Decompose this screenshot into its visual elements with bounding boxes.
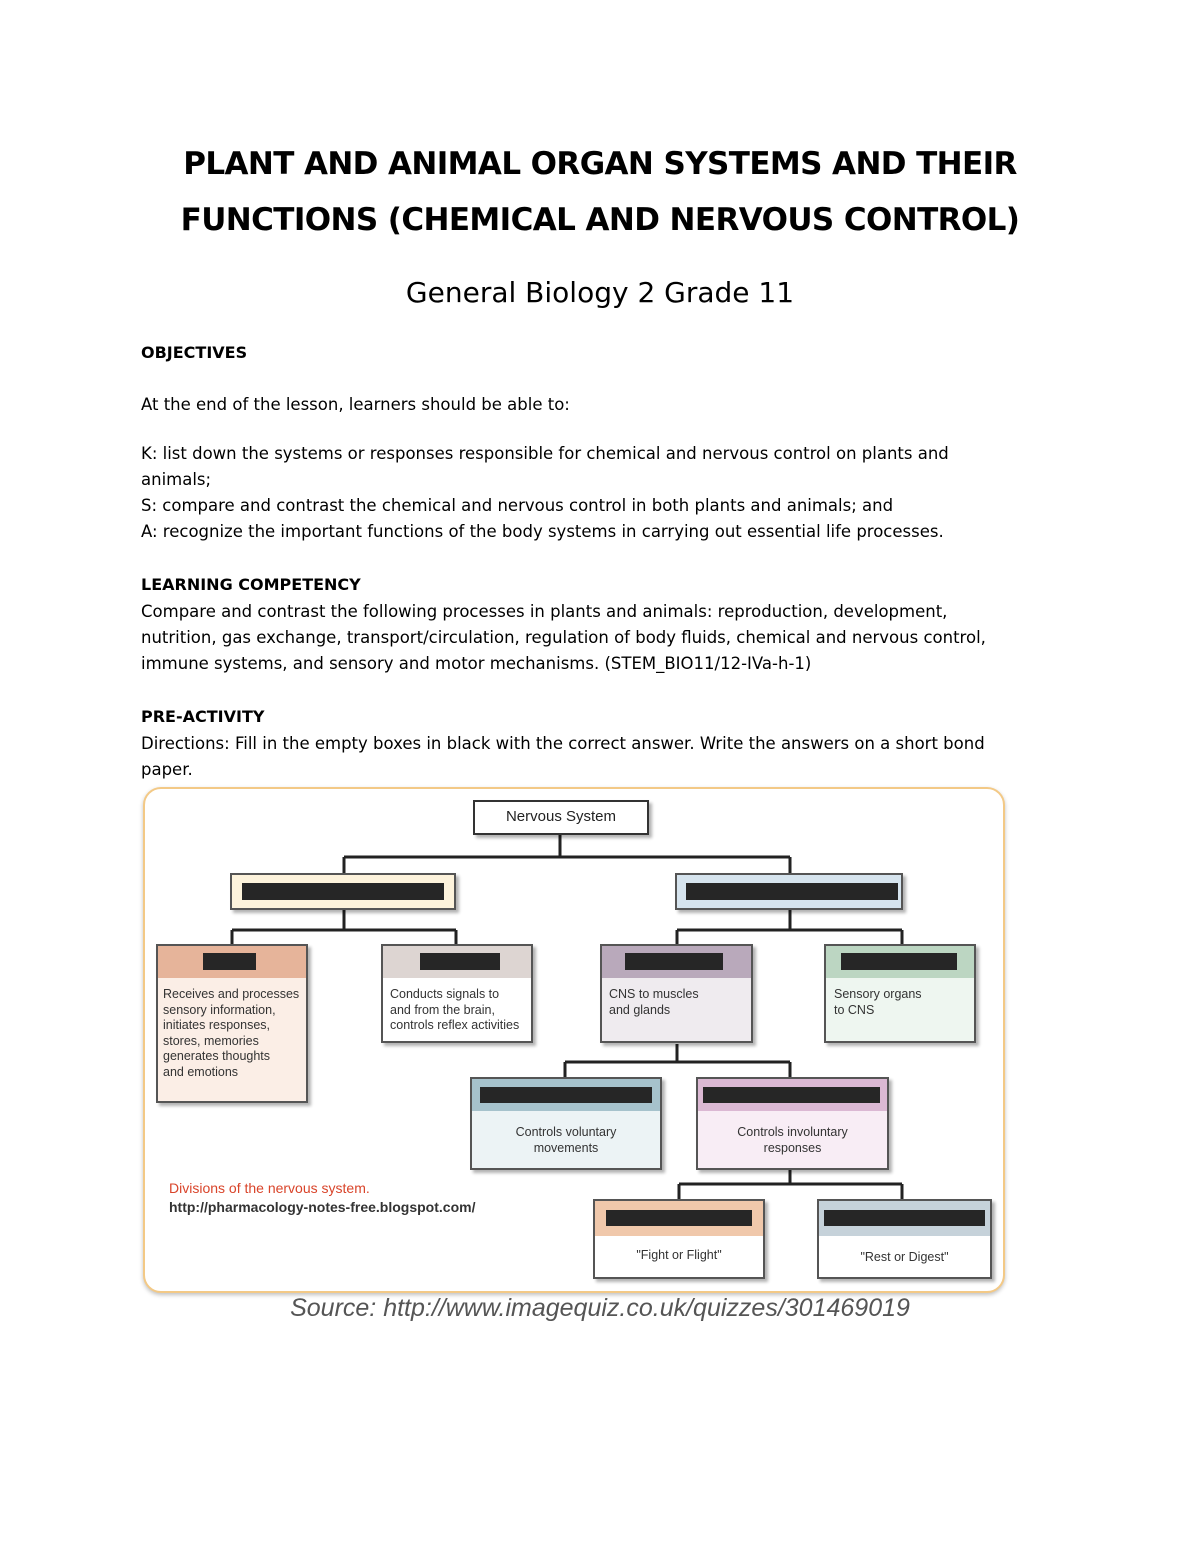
objective-k-line2: animals; bbox=[141, 470, 212, 489]
blank-answer bbox=[841, 953, 957, 970]
brain-text-line: sensory information, bbox=[163, 1002, 276, 1017]
blank-answer bbox=[824, 1210, 985, 1226]
directions-line1: Directions: Fill in the empty boxes in b… bbox=[141, 734, 985, 753]
blank-answer bbox=[242, 883, 444, 900]
objectives-list: K: list down the systems or responses re… bbox=[141, 441, 1061, 545]
blank-answer bbox=[703, 1087, 880, 1103]
brain-text-line: initiates responses, bbox=[163, 1018, 271, 1032]
brain-text-line: generates thoughts bbox=[163, 1049, 271, 1063]
objectives-intro: At the end of the lesson, learners shoul… bbox=[141, 395, 570, 414]
sympathetic-description: "Fight or Flight" bbox=[636, 1248, 722, 1262]
pre-activity-heading: PRE-ACTIVITY bbox=[141, 707, 265, 726]
spinal-text-line: controls reflex activities bbox=[390, 1018, 520, 1032]
brain-text-line: stores, memories bbox=[163, 1033, 259, 1048]
competency-line1: Compare and contrast the following proce… bbox=[141, 602, 948, 621]
nervous-system-box: Nervous System bbox=[473, 800, 649, 835]
directions-line2: paper. bbox=[141, 760, 193, 779]
objective-s: S: compare and contrast the chemical and… bbox=[141, 496, 894, 515]
brain-box-header bbox=[158, 946, 306, 978]
spinal-cord-box-header bbox=[383, 946, 531, 978]
blank-answer bbox=[686, 883, 898, 900]
pns-blank-box bbox=[675, 873, 903, 910]
document-subtitle: General Biology 2 Grade 11 bbox=[405, 276, 795, 309]
sensory-box-header bbox=[826, 946, 974, 978]
brain-text-line: Receives and processes bbox=[163, 987, 300, 1001]
spinal-text-line: and from the brain, bbox=[390, 1002, 495, 1017]
motor-text-line: CNS to muscles bbox=[609, 987, 699, 1001]
autonomic-text-line: Controls involuntary bbox=[737, 1125, 848, 1139]
competency-line3: immune systems, and sensory and motor me… bbox=[141, 654, 812, 673]
autonomic-box-header bbox=[698, 1079, 887, 1111]
brain-text-line: and emotions bbox=[163, 1064, 239, 1079]
image-source: Source: http://www.imagequiz.co.uk/quizz… bbox=[290, 1294, 910, 1322]
sensory-box: Sensory organs to CNS bbox=[824, 944, 976, 1043]
objectives-heading: OBJECTIVES bbox=[141, 343, 248, 362]
sympathetic-box-header bbox=[595, 1201, 763, 1236]
autonomic-box: Controls involuntary responses bbox=[696, 1077, 889, 1170]
motor-box: CNS to muscles and glands bbox=[600, 944, 753, 1043]
objective-k-line1: K: list down the systems or responses re… bbox=[141, 444, 949, 463]
parasympathetic-box: "Rest or Digest" bbox=[817, 1199, 992, 1279]
sensory-description: Sensory organs to CNS bbox=[834, 987, 922, 1018]
learning-competency-heading: LEARNING COMPETENCY bbox=[141, 575, 361, 594]
objective-a: A: recognize the important functions of … bbox=[141, 522, 944, 541]
diagram-caption: Divisions of the nervous system. bbox=[169, 1180, 370, 1196]
sensory-text-line: Sensory organs bbox=[834, 987, 922, 1001]
brain-description: Receives and processes sensory informati… bbox=[163, 987, 299, 1080]
pre-activity-directions: Directions: Fill in the empty boxes in b… bbox=[141, 731, 1061, 783]
learning-competency-text: Compare and contrast the following proce… bbox=[141, 599, 1061, 677]
parasympathetic-description: "Rest or Digest" bbox=[860, 1250, 949, 1264]
somatic-text-line: movements bbox=[533, 1140, 599, 1155]
document-title-line2: FUNCTIONS (CHEMICAL AND NERVOUS CONTROL) bbox=[180, 202, 1020, 238]
connector-lines bbox=[230, 834, 904, 1201]
somatic-box: Controls voluntary movements bbox=[470, 1077, 662, 1170]
blank-answer bbox=[625, 953, 723, 970]
motor-description: CNS to muscles and glands bbox=[609, 987, 699, 1018]
blank-answer bbox=[480, 1087, 652, 1103]
blank-answer bbox=[606, 1210, 752, 1226]
somatic-box-header bbox=[472, 1079, 660, 1111]
sensory-text-line: to CNS bbox=[834, 1002, 875, 1017]
somatic-description: Controls voluntary movements bbox=[472, 1125, 660, 1156]
somatic-text-line: Controls voluntary bbox=[515, 1125, 617, 1139]
spinal-cord-box: Conducts signals to and from the brain, … bbox=[381, 944, 533, 1043]
sympathetic-box: "Fight or Flight" bbox=[593, 1199, 765, 1279]
blank-answer bbox=[420, 953, 500, 970]
autonomic-text-line: responses bbox=[763, 1140, 822, 1155]
nervous-system-diagram: Nervous System Receives and processes se… bbox=[143, 787, 1005, 1293]
parasympathetic-box-header bbox=[819, 1201, 990, 1236]
motor-box-header bbox=[602, 946, 751, 978]
cns-blank-box bbox=[230, 873, 456, 910]
document-title-line1: PLANT AND ANIMAL ORGAN SYSTEMS AND THEIR bbox=[183, 146, 1017, 182]
blank-answer bbox=[203, 953, 256, 970]
diagram-caption-url: http://pharmacology-notes-free.blogspot.… bbox=[169, 1199, 476, 1215]
spinal-text-line: Conducts signals to bbox=[390, 987, 500, 1001]
motor-text-line: and glands bbox=[609, 1002, 671, 1017]
spinal-cord-description: Conducts signals to and from the brain, … bbox=[390, 987, 519, 1034]
autonomic-description: Controls involuntary responses bbox=[698, 1125, 887, 1156]
competency-line2: nutrition, gas exchange, transport/circu… bbox=[141, 628, 986, 647]
brain-box: Receives and processes sensory informati… bbox=[156, 944, 308, 1103]
nervous-system-label: Nervous System bbox=[505, 808, 617, 825]
